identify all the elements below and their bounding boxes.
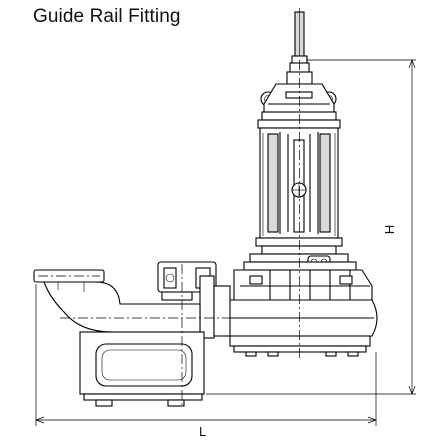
height-dimension-label: H <box>382 224 398 235</box>
guide-bracket <box>157 261 231 339</box>
motor-top-cap <box>257 83 341 129</box>
base-stand <box>79 331 205 407</box>
motor-body <box>259 127 339 239</box>
motor-lower-flange <box>249 237 349 269</box>
guide-rail-pipe <box>286 8 313 85</box>
centerlines <box>38 60 300 408</box>
length-dimension-label: L <box>199 424 207 439</box>
pump-casing <box>209 261 378 357</box>
diagram-title: Guide Rail Fitting <box>33 6 181 27</box>
dimension-lines <box>35 59 416 426</box>
